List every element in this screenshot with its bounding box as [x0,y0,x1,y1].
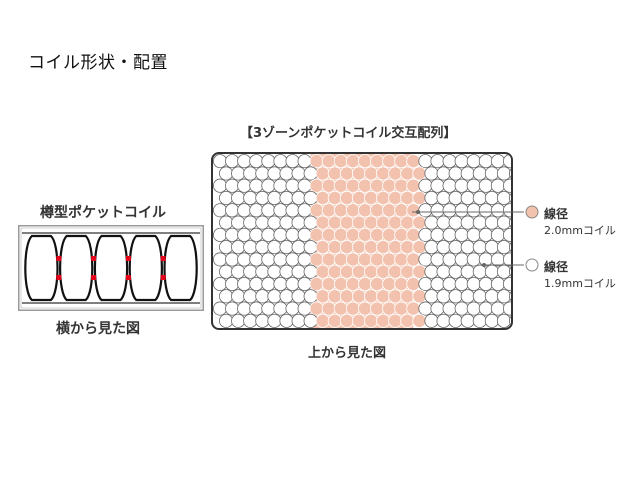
side-view-title: 樽型ポケットコイル [40,205,166,221]
coil-band-marker [125,275,131,280]
top-view-caption: 上から見た図 [308,346,387,361]
barrel-coil [128,234,163,302]
coil-band-marker [56,256,62,261]
barrel-coil [163,234,198,302]
coil-thin [508,313,511,328]
coil-band-marker [125,256,131,261]
legend-swatch-thick [525,205,539,219]
side-view-caption: 横から見た図 [56,321,140,337]
coil-thin [502,203,511,218]
coil-band-marker [91,275,97,280]
coil-thin [502,252,511,267]
coil-thin [508,289,511,304]
coil-thin [502,276,511,292]
side-view-diagram [18,225,204,311]
diagram-title: 【3ゾーンポケットコイル交互配列】 [240,126,457,141]
legend-thin-label: 線径 [544,260,569,274]
barrel-coil [24,234,59,302]
side-frame-inner [20,227,202,309]
page-title: コイル形状・配置 [28,53,168,73]
coil-thin [508,166,511,181]
barrel-coil [93,234,129,302]
barrel-coil [59,234,94,302]
coil-thin [502,178,511,193]
coil-thin [508,190,511,206]
coil-band-marker [160,275,166,280]
coil-band-marker [56,275,62,280]
coil-thin [502,227,511,242]
coil-band-marker [91,256,97,261]
legend-thick-value: 2.0mmコイル [544,224,616,237]
legend-thin-value: 1.9mmコイル [544,277,616,290]
coil-thin [508,264,511,279]
coil-thin [508,240,511,255]
coil-band-marker [160,256,166,261]
coil-grid [213,154,511,328]
legend-leader-dot-thick [416,210,420,214]
top-view-diagram [211,152,513,330]
legend-thick-label: 線径 [544,207,569,221]
legend-leader-dot-thin [482,263,486,267]
coil-thin [502,301,511,316]
coil-thin [508,215,511,230]
legend-swatch-thin [525,258,539,272]
